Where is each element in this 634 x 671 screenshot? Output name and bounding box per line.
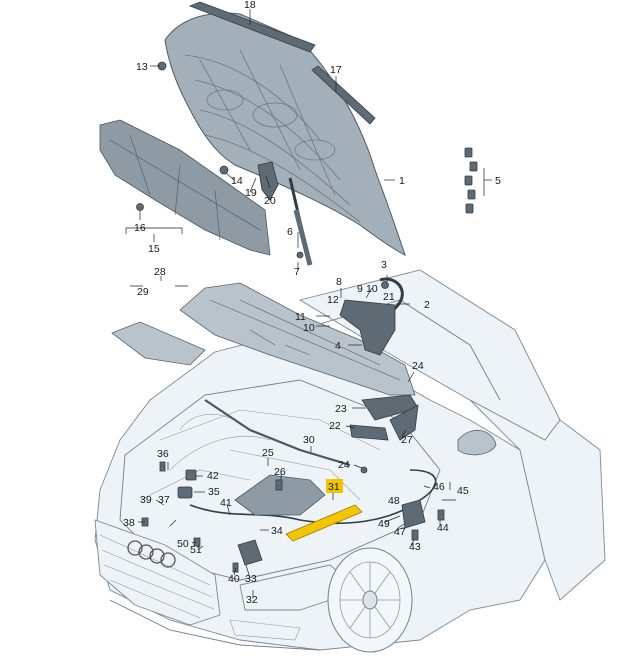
callout-3: 3 bbox=[381, 259, 387, 271]
switch-35 bbox=[177, 486, 193, 499]
callout-44: 44 bbox=[437, 522, 449, 534]
callout-46: 46 bbox=[433, 481, 445, 493]
callout-24b: 24 bbox=[338, 459, 350, 471]
callout-19: 19 bbox=[245, 187, 257, 199]
lock-33 bbox=[237, 539, 263, 566]
callout-13: 13 bbox=[136, 61, 148, 73]
callout-6: 6 bbox=[287, 226, 293, 238]
clip-16 bbox=[136, 203, 144, 211]
callout-39: 39 bbox=[140, 494, 152, 506]
callout-36: 36 bbox=[157, 448, 169, 460]
callout-48: 48 bbox=[388, 495, 400, 507]
callout-33: 33 bbox=[245, 573, 257, 585]
callout-49: 49 bbox=[378, 518, 390, 530]
callout-labels: 18 17 13 1 5 14 19 20 6 16 15 7 3 28 29 … bbox=[123, 0, 501, 606]
callout-23: 23 bbox=[335, 403, 347, 415]
callout-11: 11 bbox=[295, 311, 306, 323]
hood-seal-top bbox=[188, 1, 316, 53]
callout-9: 9 bbox=[357, 283, 363, 295]
audi-rings-logo bbox=[127, 540, 176, 568]
callout-8: 8 bbox=[336, 276, 342, 288]
callout-10a: 10 bbox=[366, 283, 378, 295]
callout-51: 51 bbox=[190, 544, 202, 556]
fastener-set bbox=[464, 147, 478, 214]
callout-41: 41 bbox=[220, 497, 232, 509]
callout-32: 32 bbox=[246, 594, 258, 606]
callout-15: 15 bbox=[148, 243, 160, 255]
highlighted-seal-strip-31[interactable] bbox=[285, 504, 363, 542]
callout-2: 2 bbox=[424, 299, 430, 311]
callout-4: 4 bbox=[335, 340, 341, 352]
side-panel bbox=[469, 399, 606, 601]
hood-seal-side bbox=[311, 65, 376, 125]
clip-43 bbox=[411, 529, 419, 541]
callout-5: 5 bbox=[495, 175, 501, 187]
callout-34: 34 bbox=[271, 525, 283, 537]
callout-25: 25 bbox=[262, 447, 274, 459]
callout-10b: 10 bbox=[303, 322, 315, 334]
callout-18: 18 bbox=[244, 0, 256, 11]
cable-guide-27 bbox=[389, 404, 419, 441]
callout-27: 27 bbox=[401, 434, 413, 446]
callout-30: 30 bbox=[303, 434, 315, 446]
callout-45: 45 bbox=[457, 485, 469, 497]
callout-20: 20 bbox=[264, 195, 276, 207]
callout-50: 50 bbox=[177, 538, 189, 550]
callout-29: 29 bbox=[137, 286, 149, 298]
cowl-panel-cover bbox=[179, 282, 416, 396]
seal-strip-22 bbox=[349, 424, 389, 441]
clip-26 bbox=[275, 479, 283, 491]
callout-43: 43 bbox=[409, 541, 421, 553]
clip-40 bbox=[232, 562, 239, 573]
gas-strut bbox=[288, 177, 313, 266]
callout-24a: 24 bbox=[412, 360, 424, 372]
callout-31-highlight-box[interactable] bbox=[326, 479, 343, 493]
clip-50 bbox=[193, 537, 201, 547]
front-wheel bbox=[327, 547, 413, 653]
callout-40: 40 bbox=[228, 573, 240, 585]
clip-36 bbox=[159, 461, 166, 472]
side-mirror bbox=[457, 430, 497, 456]
callout-38: 38 bbox=[123, 517, 135, 529]
hood-insulation-mat bbox=[99, 119, 271, 256]
bolt-24 bbox=[360, 466, 368, 474]
bonnet-stay-rod bbox=[204, 399, 351, 467]
callout-21: 21 bbox=[383, 291, 395, 303]
callout-22: 22 bbox=[329, 420, 341, 432]
lock-47 bbox=[401, 499, 426, 529]
callout-16: 16 bbox=[134, 222, 146, 234]
callout-35: 35 bbox=[208, 486, 220, 498]
callout-37: 37 bbox=[158, 494, 170, 506]
nut-3 bbox=[381, 281, 389, 289]
clip-44 bbox=[437, 509, 445, 521]
callout-14: 14 bbox=[231, 175, 243, 187]
bracket-42 bbox=[185, 469, 197, 481]
release-cable bbox=[189, 469, 437, 525]
release-cable-lever bbox=[373, 277, 404, 332]
callout-28: 28 bbox=[154, 266, 166, 278]
cowl-lower-panel bbox=[111, 321, 206, 366]
car-body bbox=[94, 269, 606, 653]
clip-14 bbox=[219, 165, 229, 175]
hood-lock bbox=[339, 299, 396, 356]
callout-7: 7 bbox=[294, 266, 300, 278]
callout-1: 1 bbox=[399, 175, 405, 187]
callout-17: 17 bbox=[330, 64, 342, 76]
callout-47: 47 bbox=[394, 526, 406, 538]
bolt-7 bbox=[296, 251, 304, 259]
air-duct-25 bbox=[234, 474, 326, 516]
hood-panel bbox=[164, 1, 406, 256]
callout-31: 31 bbox=[328, 481, 340, 493]
callout-12: 12 bbox=[327, 294, 339, 306]
callout-26: 26 bbox=[274, 466, 286, 478]
callout-42: 42 bbox=[207, 470, 219, 482]
